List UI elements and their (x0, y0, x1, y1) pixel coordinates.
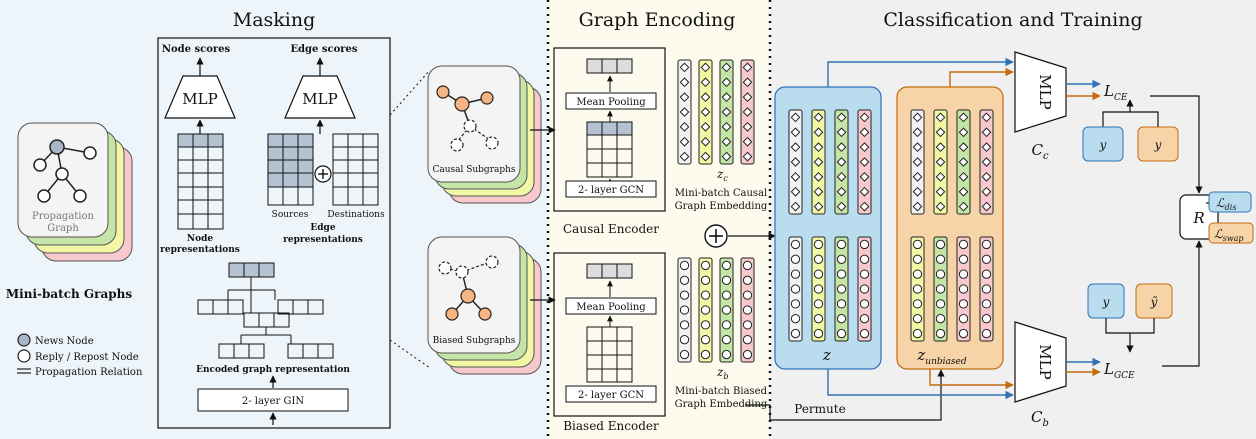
svg-text:y: y (1154, 138, 1162, 152)
svg-text:2- layer GCN: 2- layer GCN (578, 185, 644, 196)
propagation-graph-label-1: Propagation (32, 211, 94, 222)
propagation-graph-stack: Propagation Graph (17, 122, 133, 262)
y-tilde-box: ỹ (1135, 283, 1173, 319)
svg-text:ỹ: ỹ (1150, 295, 1158, 309)
svg-text:Mean Pooling: Mean Pooling (576, 302, 646, 313)
lce-label: LCE (1103, 82, 1128, 103)
biased-emb-label-2: Graph Embedding (675, 399, 768, 410)
svg-text:MLP: MLP (302, 90, 337, 108)
y-box-orange-top: y (1137, 126, 1179, 162)
cc-label: Cc (1031, 141, 1048, 162)
svg-text:MLP: MLP (1036, 74, 1054, 109)
node-mlp: MLP (164, 75, 236, 119)
svg-text:Mean Pooling: Mean Pooling (576, 97, 646, 108)
node-scores-label: Node scores (162, 44, 231, 55)
z-unbiased-label: zunbiased (916, 346, 966, 367)
svg-text:y: y (1102, 295, 1110, 309)
graph-encoding-title: Graph Encoding (579, 9, 736, 31)
encoded-graph-tree (197, 262, 334, 359)
legend-reply-node: Reply / Repost Node (35, 352, 139, 363)
z-columns (788, 109, 872, 342)
causal-emb-label-1: Mini-batch Causal (675, 188, 767, 199)
node-repr-label-1: Node (187, 234, 214, 244)
classification-title: Classification and Training (883, 9, 1142, 31)
y-box-blue-top: y (1082, 126, 1124, 162)
y-box-blue-bottom: y (1087, 283, 1125, 319)
biased-emb-label-1: Mini-batch Biased (675, 386, 768, 397)
svg-text:Causal Subgraphs: Causal Subgraphs (432, 165, 515, 175)
encoded-graph-label: Encoded graph representation (196, 365, 350, 375)
mlp-cc: MLP (1014, 51, 1067, 133)
svg-text:R: R (1192, 209, 1204, 227)
destinations-matrix (332, 133, 379, 206)
sources-label: Sources (272, 210, 309, 220)
reply-node-icon (17, 349, 31, 363)
cb-label: Cb (1031, 408, 1049, 429)
concat-plus-icon (314, 165, 332, 183)
destinations-label: Destinations (327, 210, 385, 220)
causal-encoder-contents: Mean Pooling 2- layer GCN (565, 58, 657, 198)
svg-text:ℒswap: ℒswap (1214, 227, 1244, 243)
svg-text:2- layer GCN: 2- layer GCN (578, 390, 644, 401)
zc-label: zc (716, 167, 728, 183)
lswap-box: ℒswap (1208, 222, 1254, 244)
legend-relation: Propagation Relation (35, 367, 143, 378)
zb-label: zb (716, 365, 728, 381)
permute-label: Permute (794, 402, 845, 416)
causal-subgraphs-stack: Causal Subgraphs (427, 65, 542, 204)
node-representation-matrix (177, 133, 224, 230)
ldis-box: ℒdis (1208, 191, 1252, 213)
legend: News Node Reply / Repost Node Propagatio… (17, 333, 143, 378)
causal-encoder-label: Causal Encoder (563, 222, 659, 236)
z-unbiased-columns (910, 109, 994, 342)
lgce-label: LGCE (1103, 360, 1135, 381)
svg-text:MLP: MLP (1036, 344, 1054, 379)
legend-news-node: News Node (35, 336, 94, 347)
z-label: z (822, 346, 831, 364)
edge-scores-label: Edge scores (290, 44, 357, 55)
news-node-icon (17, 333, 31, 347)
svg-text:MLP: MLP (182, 90, 217, 108)
causal-emb-label-2: Graph Embedding (675, 201, 768, 212)
gin-box: 2- layer GIN (197, 388, 349, 412)
propagation-graph-label-2: Graph (47, 223, 79, 234)
svg-text:Biased Subgraphs: Biased Subgraphs (433, 336, 516, 346)
svg-text:2- layer GIN: 2- layer GIN (242, 396, 305, 407)
mlp-cb: MLP (1014, 321, 1067, 403)
edge-repr-label-1: Edge (310, 223, 335, 233)
svg-text:y: y (1099, 138, 1107, 152)
biased-subgraphs-stack: Biased Subgraphs (427, 236, 542, 375)
masking-title: Masking (233, 9, 316, 31)
causal-embedding-columns (677, 59, 755, 165)
biased-embedding-columns (677, 257, 755, 363)
edge-repr-label-2: representations (283, 235, 363, 245)
edge-mlp: MLP (284, 75, 356, 119)
embedding-concat-icon (704, 224, 728, 248)
minibatch-graphs-label: Mini-batch Graphs (6, 287, 132, 301)
node-repr-label-2: representations (160, 245, 240, 255)
svg-text:ℒdis: ℒdis (1216, 196, 1236, 212)
biased-encoder-contents: Mean Pooling 2- layer GCN (565, 263, 657, 403)
biased-encoder-label: Biased Encoder (563, 419, 659, 433)
sources-matrix (267, 133, 314, 206)
masking-panel (157, 37, 391, 429)
